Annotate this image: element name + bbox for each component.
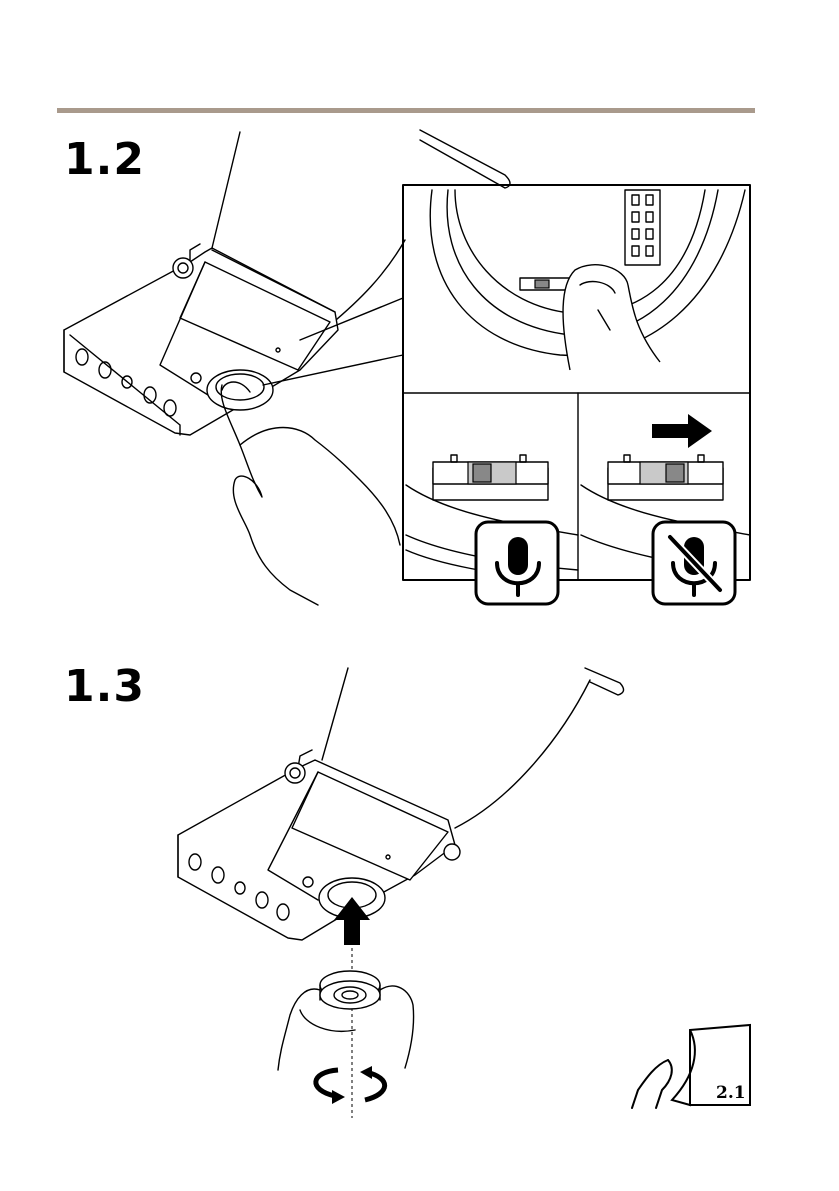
microphone-muted-icon xyxy=(653,522,735,604)
device-illustration-1-2 xyxy=(64,130,510,605)
device-illustration-1-3 xyxy=(178,668,624,1118)
rotate-icon xyxy=(316,1066,385,1104)
screw xyxy=(285,763,305,783)
screw xyxy=(444,844,460,860)
page-turn-icon: 2.1 xyxy=(632,1025,750,1108)
lens-cap xyxy=(320,971,380,1009)
reference-step-label: 2.1 xyxy=(716,1083,746,1103)
screw xyxy=(173,258,193,278)
microphone-icon xyxy=(476,522,558,604)
arrow-right-icon xyxy=(652,414,712,448)
